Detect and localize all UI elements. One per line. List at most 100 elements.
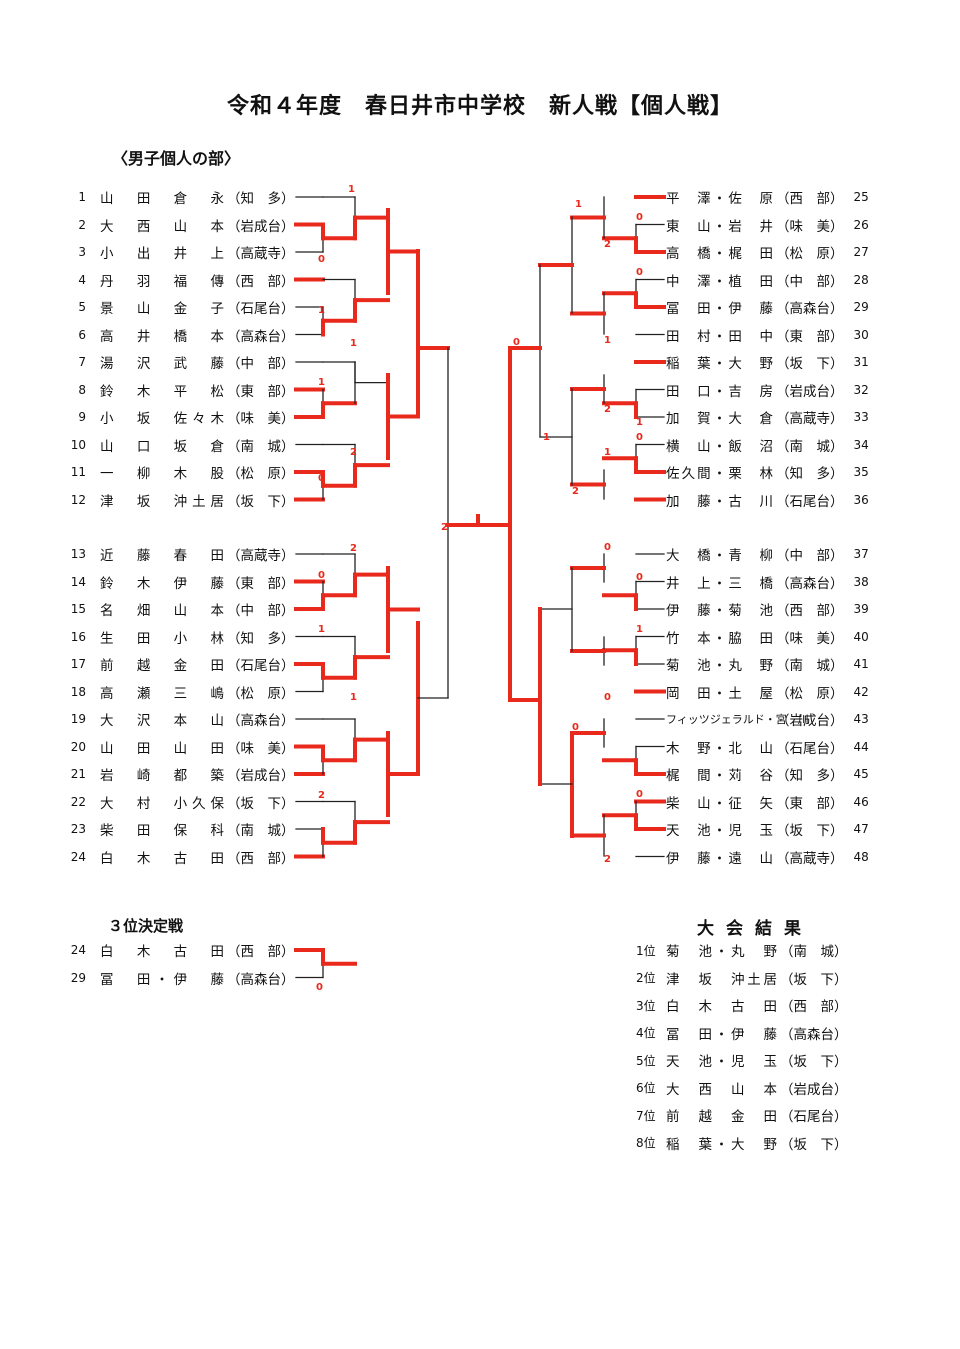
match-score: 1	[318, 305, 325, 316]
entry-number: 19	[70, 712, 86, 726]
result-names: 菊 池・丸 野	[666, 944, 778, 960]
page-title: 令和４年度 春日井市中学校 新人戦【個人戦】	[226, 94, 733, 119]
entry-number: 41	[853, 657, 869, 671]
right_entries-entry: 伊 藤・遠 山（高蔵寺）48	[666, 847, 880, 867]
result-school: （坂 下）	[780, 1136, 848, 1153]
entry-number: 44	[853, 739, 869, 754]
school-name: （中 部）	[227, 603, 295, 619]
school-name: （知 多）	[776, 466, 844, 482]
player-names: 高 橋・梶 田	[666, 246, 774, 262]
player-names: 名 畑 山 本	[100, 603, 225, 619]
school-name: （東 部）	[227, 383, 295, 400]
match-score: 1	[636, 624, 643, 635]
entry-number: 24	[70, 849, 86, 864]
match-score: 0	[604, 692, 611, 703]
school-name: （西 部）	[227, 850, 295, 867]
player-names: 山 口 坂 倉	[100, 438, 225, 455]
entry-number: 32	[853, 382, 869, 397]
match-score: 1	[348, 184, 355, 195]
entry-number: 43	[853, 712, 869, 726]
right_entries-entry: 加 藤・古 川（石尾台）36	[666, 490, 880, 510]
entry-number: 6	[78, 327, 86, 342]
entry-number: 10	[70, 437, 86, 452]
player-names: 天 池・児 玉	[666, 823, 774, 839]
player-names: 白 木 古 田	[100, 850, 225, 867]
entry-number: 31	[853, 355, 869, 369]
player-names: 岡 田・土 屋	[666, 685, 774, 702]
school-name: （高森台）	[227, 713, 295, 729]
school-name: （石尾台）	[776, 740, 844, 757]
entry-number: 12	[70, 492, 86, 507]
player-names: 一 柳 木 股	[100, 466, 225, 482]
player-names: 中 澤・植 田	[666, 273, 774, 290]
school-name: （味 美）	[776, 630, 844, 647]
school-name: （松 原）	[227, 685, 295, 702]
player-names: 木 野・北 山	[666, 740, 774, 757]
match-score: 2	[604, 239, 611, 250]
player-names: 冨 田・伊 藤	[666, 301, 774, 317]
player-names: 田 口・吉 房	[666, 383, 774, 400]
school-name: （東 部）	[227, 575, 295, 592]
match-score: 0	[636, 432, 643, 443]
entry-number: 39	[853, 602, 869, 616]
player-names: 加 賀・大 倉	[666, 411, 774, 427]
match-score: 2	[604, 404, 611, 415]
match-score: 0	[318, 570, 325, 581]
right_entries-entry: 横 山・飯 沼（南 城）34	[666, 435, 880, 455]
result-rank: 5位	[636, 1053, 656, 1068]
result-school: （坂 下）	[780, 1054, 848, 1070]
result-names: 白 木 古 田	[666, 999, 778, 1015]
result-row: 4位冨 田・伊 藤（高森台）	[636, 1023, 848, 1043]
entry-number: 42	[853, 684, 869, 699]
entry-number: 30	[853, 327, 869, 342]
right_entries-entry: 田 口・吉 房（岩成台） 32	[666, 380, 880, 400]
player-names: 横 山・飯 沼	[666, 438, 774, 455]
entry-number: 11	[70, 465, 86, 479]
section-label: 〈男子個人の部〉	[112, 149, 241, 168]
player-names: 柴 山・征 矢	[666, 795, 774, 812]
player-names: 生 田 小 林	[100, 630, 225, 647]
school-name: （中 部）	[776, 273, 844, 290]
school-name: （岩成台）	[776, 383, 844, 400]
player-names: 菊 池・丸 野	[666, 658, 774, 674]
player-names: 佐久間・栗 林	[666, 466, 774, 482]
entry-number: 4	[78, 272, 86, 287]
school-name: （坂 下）	[776, 823, 844, 839]
match-score: 2	[350, 543, 357, 554]
match-score: 0	[636, 267, 643, 278]
player-names: 鈴 木 平 松	[100, 383, 225, 400]
school-name: （高森台）	[227, 971, 295, 988]
player-names: 岩 崎 都 築	[100, 768, 225, 784]
entry-number: 25	[853, 190, 869, 204]
match-score: 0	[572, 722, 579, 733]
entry-number: 22	[70, 794, 86, 809]
player-names: 鈴 木 伊 藤	[100, 575, 225, 592]
player-names: 前 越 金 田	[100, 658, 225, 674]
match-score: 1	[575, 199, 582, 210]
player-names: 高 瀬 三 嶋	[100, 685, 225, 702]
school-name: （高蔵寺）	[227, 246, 295, 262]
right_entries-entry: 伊 藤・菊 池（西 部）39	[666, 599, 880, 619]
player-names: 田 村・田 中	[666, 328, 774, 345]
school-name: （知 多）	[776, 768, 844, 784]
entry-number: 37	[853, 547, 869, 561]
entry-number: 15	[70, 602, 86, 616]
result-row: 2位津 坂 沖土居（坂 下）	[636, 968, 848, 988]
match-score: 1	[604, 447, 611, 458]
entry-number: 34	[853, 437, 869, 452]
result-rank: 7位	[636, 1108, 656, 1123]
result-school: （岩成台）	[780, 1081, 848, 1098]
player-names: 大 村 小久保	[100, 795, 225, 812]
entry-number: 17	[70, 657, 86, 671]
result-names: 天 池・児 玉	[666, 1054, 778, 1070]
player-names: 大 橋・青 柳	[666, 548, 774, 564]
entry-number: 36	[853, 492, 869, 507]
